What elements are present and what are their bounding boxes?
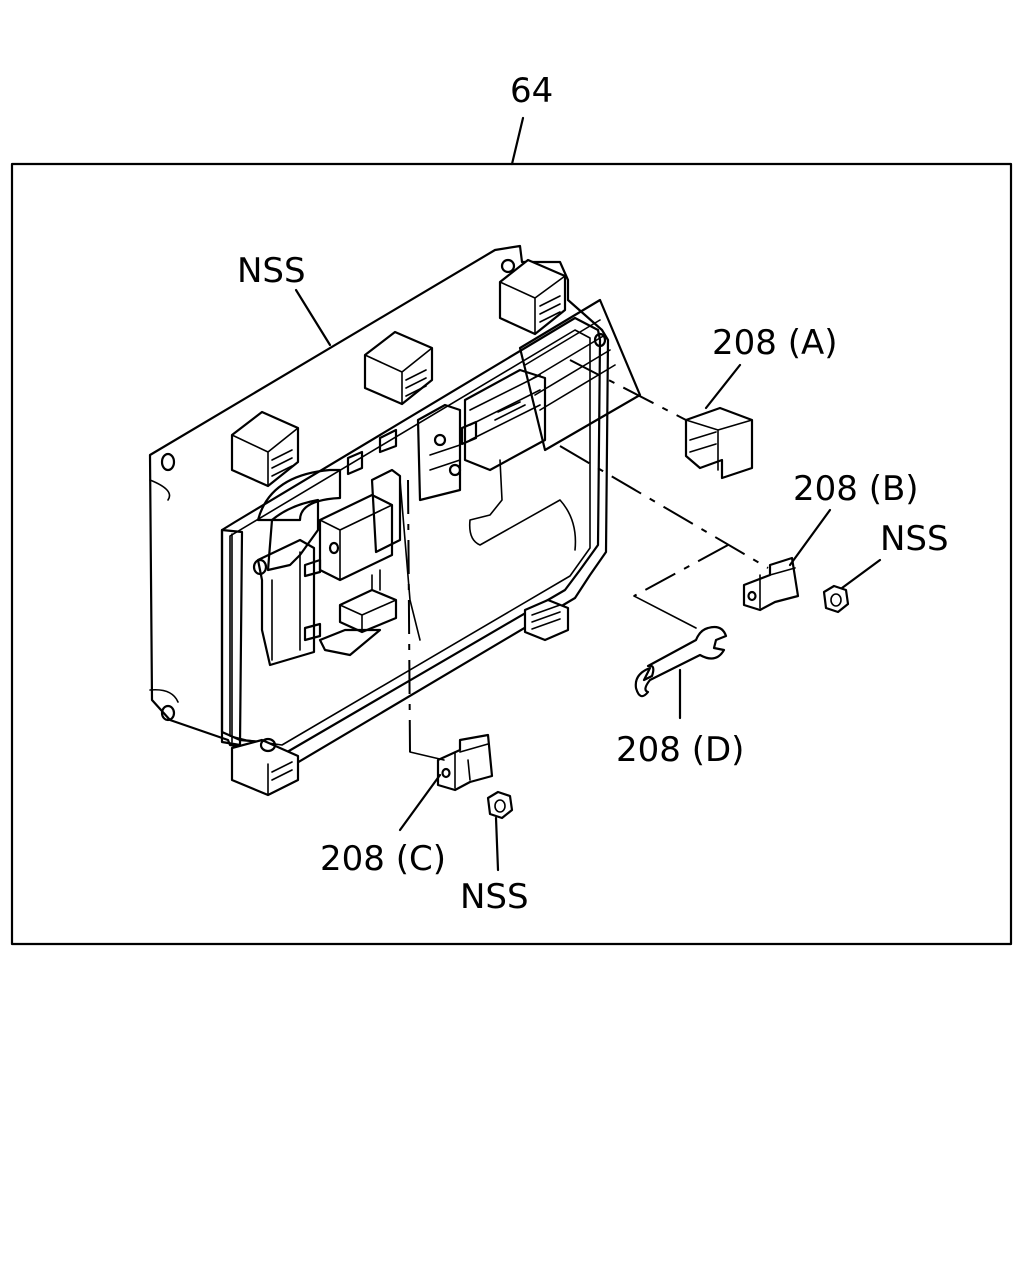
- top-connector-right: [498, 258, 567, 336]
- label-208d: 208 (D): [616, 730, 744, 770]
- dashline-c2: [409, 751, 445, 761]
- bottom-connector-left: [230, 738, 300, 797]
- left-bracket: [252, 468, 342, 667]
- label-nss-c: NSS: [460, 877, 529, 917]
- top-connector-mid: [363, 330, 434, 406]
- dashline-d: [633, 544, 729, 597]
- label-208b: 208 (B): [793, 469, 919, 509]
- studs: [346, 420, 478, 476]
- center-terminals: [416, 298, 642, 502]
- label-208c: 208 (C): [320, 839, 446, 879]
- top-connector-left: [230, 410, 300, 488]
- label-208a: 208 (A): [712, 323, 838, 363]
- center-relay: [318, 468, 402, 582]
- leader-nss-top: [294, 288, 332, 347]
- label-nss-top: NSS: [237, 251, 306, 291]
- part-208d: [634, 625, 728, 720]
- part-208b: [742, 508, 882, 614]
- bottom-connector-right: [523, 598, 570, 642]
- relay-box: [148, 244, 642, 797]
- dashline-d2: [633, 595, 697, 629]
- dashline-b: [559, 445, 769, 569]
- part-208a: [684, 363, 754, 480]
- part-208c: [398, 733, 514, 872]
- label-nss-b: NSS: [880, 519, 949, 559]
- lower-terminal: [318, 569, 398, 657]
- label-64: 64: [510, 71, 553, 111]
- dashline-c: [407, 479, 411, 753]
- mounting-holes: [149, 258, 607, 753]
- leader-64: [510, 116, 525, 166]
- dashline-a: [569, 359, 687, 421]
